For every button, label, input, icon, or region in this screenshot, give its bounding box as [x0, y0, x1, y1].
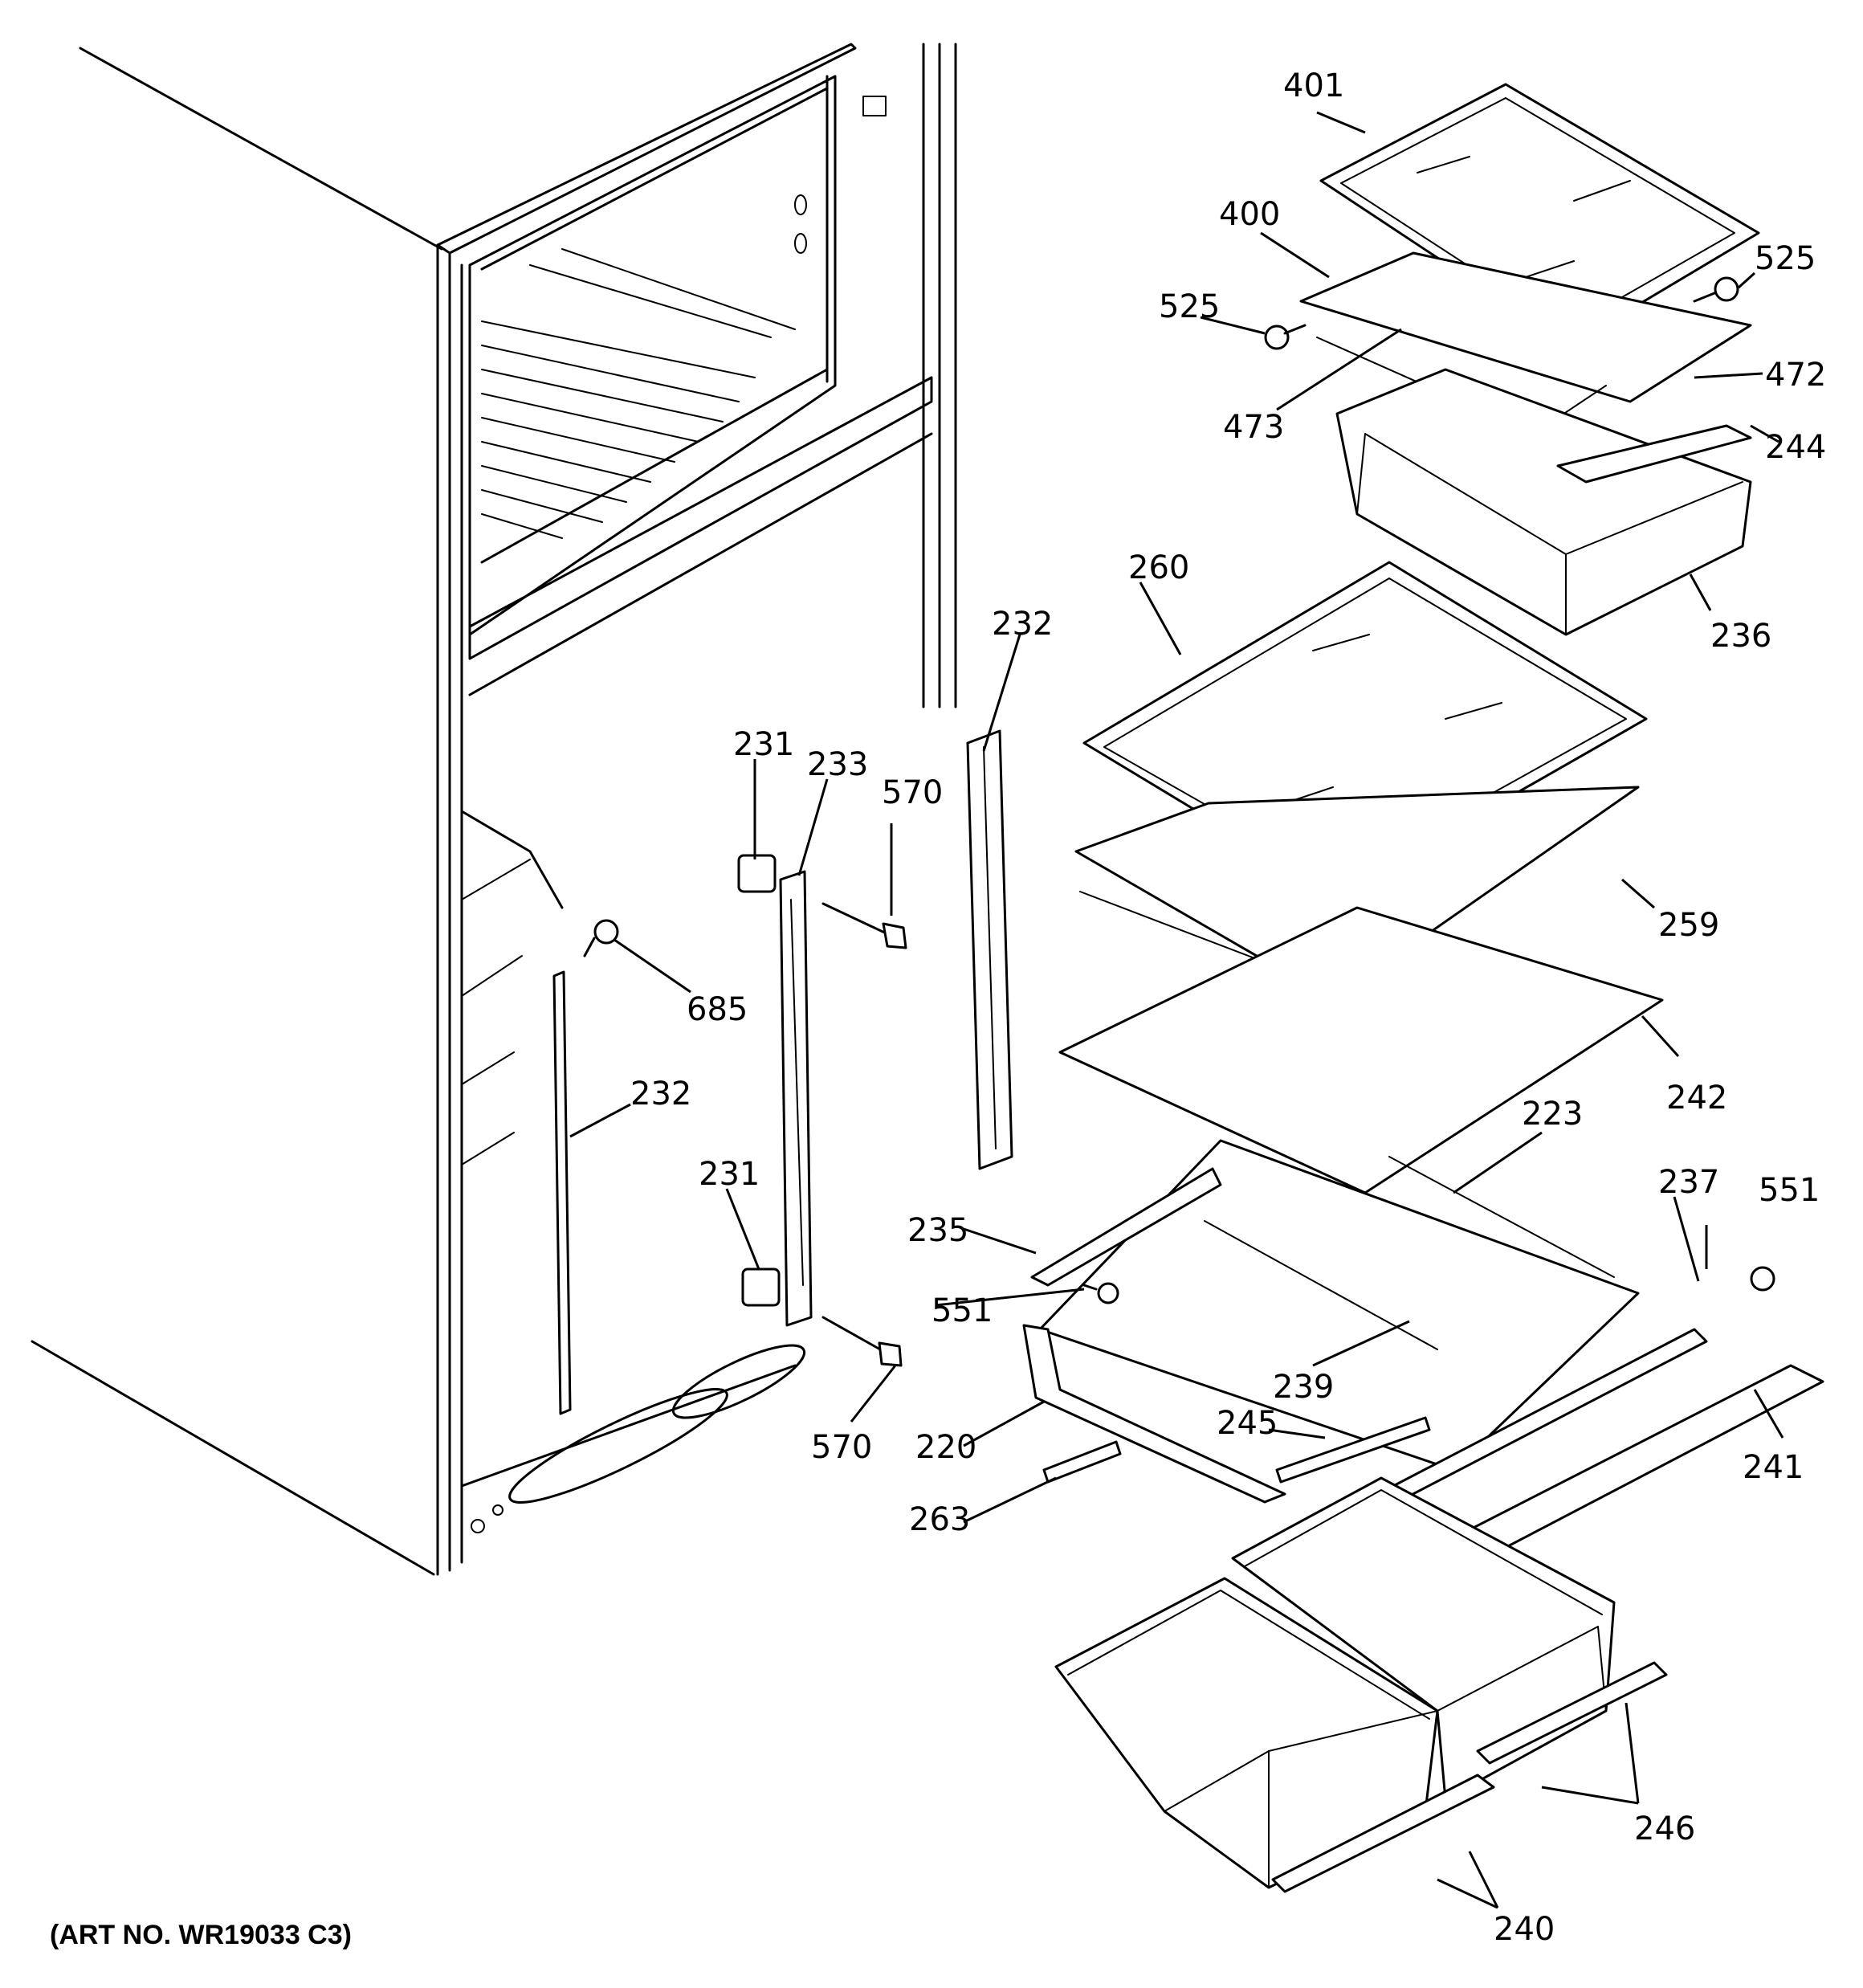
- label-401: 401: [1283, 67, 1344, 104]
- label-240: 240: [1494, 1911, 1555, 1948]
- label-525-right: 525: [1755, 240, 1816, 277]
- rail-clips-231: [737, 854, 781, 1307]
- left-shelf-rail: [552, 970, 572, 1415]
- label-231-top: 231: [733, 726, 794, 763]
- snack-pan-cover-244: [1556, 424, 1752, 484]
- screws-570: [821, 902, 907, 1367]
- label-263: 263: [909, 1501, 970, 1538]
- refrigerator-cabinet: [31, 43, 957, 1576]
- label-244: 244: [1765, 429, 1826, 466]
- label-220: 220: [915, 1429, 976, 1466]
- right-shelf-rail-232: [966, 729, 1013, 1170]
- label-472: 472: [1765, 357, 1826, 394]
- label-232-left: 232: [630, 1076, 691, 1112]
- label-551-right: 551: [1759, 1172, 1820, 1209]
- label-232-right: 232: [992, 606, 1053, 643]
- front-trim-220: [1022, 1324, 1286, 1504]
- center-rail-233: [779, 870, 813, 1327]
- screw-685: [583, 919, 619, 957]
- label-551-left: 551: [932, 1292, 993, 1329]
- label-570-top: 570: [882, 774, 943, 811]
- screws-551: [1082, 1266, 1775, 1304]
- label-236: 236: [1710, 618, 1771, 655]
- label-233: 233: [807, 746, 868, 783]
- label-231-bottom: 231: [699, 1156, 760, 1193]
- label-235: 235: [907, 1212, 968, 1249]
- crisper-drawer-right-240: [1231, 1476, 1616, 1801]
- shelf-insert-242: [1058, 906, 1664, 1194]
- rail-235: [1030, 1167, 1222, 1287]
- label-237: 237: [1658, 1164, 1719, 1201]
- label-223: 223: [1522, 1096, 1583, 1133]
- label-525-left: 525: [1159, 288, 1220, 325]
- bracket-237: [1392, 1328, 1708, 1500]
- label-260: 260: [1128, 549, 1189, 586]
- trim-245: [1275, 1416, 1431, 1484]
- art-number: (ART NO. WR19033 C3): [50, 1920, 352, 1950]
- trim-263: [1042, 1440, 1122, 1484]
- label-239: 239: [1273, 1369, 1334, 1406]
- label-246: 246: [1634, 1810, 1695, 1847]
- label-241: 241: [1743, 1449, 1804, 1486]
- callout-labels: 401 400 525 525 472 473 244 236 260 232 …: [50, 67, 1826, 1950]
- label-259: 259: [1658, 907, 1719, 944]
- label-245: 245: [1217, 1405, 1278, 1442]
- label-400: 400: [1219, 196, 1280, 233]
- snack-pan-236: [1335, 368, 1752, 636]
- label-570-bottom: 570: [811, 1429, 872, 1466]
- label-242: 242: [1666, 1080, 1727, 1116]
- label-685: 685: [687, 991, 748, 1028]
- crisper-handles-246: [1271, 1661, 1668, 1893]
- label-473: 473: [1223, 409, 1284, 446]
- leader-lines: [569, 111, 1784, 1909]
- screws-525: [1264, 276, 1739, 350]
